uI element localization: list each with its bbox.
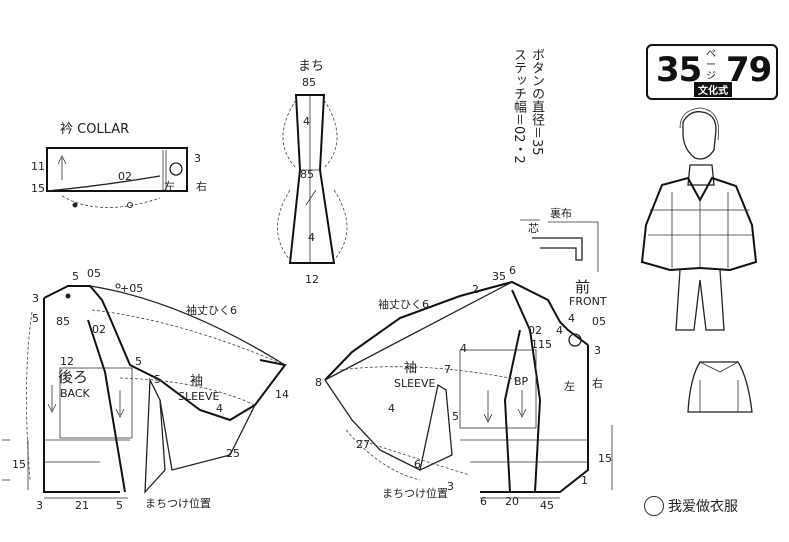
front-dim-13: 5	[452, 410, 459, 423]
front-dim-12: 4	[388, 402, 395, 415]
front-dim-21: 3	[447, 480, 454, 493]
front-dim-7: 115	[531, 338, 552, 351]
collar-width: 02	[118, 170, 132, 183]
back-dim-2: +05	[120, 282, 143, 295]
front-dim-11: 7	[444, 363, 451, 376]
back-dim-1: 05	[87, 267, 101, 280]
collar-title: 衿 COLLAR	[60, 122, 129, 137]
front-dim-19: 6	[414, 458, 421, 471]
lining-label: 裏布	[550, 206, 572, 220]
page-right-number: 79	[726, 50, 772, 90]
gusset-piece: まち 85 4 85 4 12	[277, 59, 348, 286]
back-sleeve-en: SLEEVE	[178, 390, 220, 403]
front-title-en: FRONT	[569, 295, 607, 308]
front-dim-17: 45	[540, 499, 554, 512]
front-dim-4: 05	[592, 315, 606, 328]
front-dim-3: 4	[568, 312, 575, 325]
collar-left: 左	[164, 180, 175, 193]
front-dim-10: 4	[460, 342, 467, 355]
back-dim-6: 02	[92, 323, 106, 336]
lining-detail: 裏布 芯	[520, 206, 599, 272]
page-kana: ページ	[706, 49, 716, 82]
button-diameter-note: ボタンの直径＝35	[529, 48, 544, 156]
front-sleeve-jp: 袖	[404, 361, 417, 376]
back-sleeve-note: 袖丈ひく6	[186, 303, 237, 317]
gusset-lower-4: 4	[308, 231, 315, 244]
front-dim-6: 4	[556, 324, 563, 337]
page-reference-badge: 35 ページ 79 文化式	[646, 44, 778, 100]
front-dim-14: 27	[356, 438, 370, 451]
core-label: 芯	[528, 221, 539, 235]
back-dim-14: 3	[36, 499, 43, 512]
collar-right: 右	[196, 179, 207, 193]
gusset-bottom: 12	[305, 273, 319, 286]
front-dim-8: 3	[594, 344, 601, 357]
collar-piece: 衿 COLLAR 11 15 02 左 右 3	[31, 122, 207, 208]
collar-base: 15	[31, 182, 45, 195]
back-title-en: BACK	[60, 387, 91, 400]
gusset-mid: 85	[300, 168, 314, 181]
back-dim-11: 4	[216, 402, 223, 415]
back-dim-16: 5	[116, 499, 123, 512]
gusset-top: 85	[302, 76, 316, 89]
back-dim-13: 15	[12, 458, 26, 471]
stitch-width-note: ステッチ幅＝02・2	[511, 48, 526, 164]
front-gusset-pos: まちつけ位置	[382, 486, 448, 500]
front-title-jp: 前	[575, 278, 590, 296]
front-dim-9: 8	[315, 376, 322, 389]
back-dim-0: 5	[72, 270, 79, 283]
front-sleeve-en: SLEEVE	[394, 377, 436, 390]
front-right: 右	[592, 376, 603, 390]
front-dim-15: 6	[480, 495, 487, 508]
back-dim-12: 25	[226, 447, 240, 460]
wechat-icon	[644, 496, 664, 516]
front-dim-16: 20	[505, 495, 519, 508]
front-left: 左	[564, 380, 575, 393]
gusset-upper-4: 4	[303, 115, 310, 128]
back-piece: 後ろ BACK 袖 SLEEVE 袖丈ひく6 まちつけ位置 5 05 +05 3…	[12, 267, 289, 512]
collar-top: 3	[194, 152, 201, 165]
back-dim-10: 14	[275, 388, 289, 401]
back-title-jp: 後ろ	[58, 368, 88, 386]
publisher-label: 文化式	[694, 82, 732, 97]
back-dim-5: 85	[56, 315, 70, 328]
watermark: 我爱做衣服	[644, 496, 738, 516]
front-bp: BP	[514, 375, 529, 388]
back-dim-9: 5	[154, 373, 161, 386]
front-dim-1: 35	[492, 270, 506, 283]
front-dim-18: 15	[598, 452, 612, 465]
back-sleeve-jp: 袖	[190, 374, 203, 389]
front-dim-0: 2	[472, 283, 479, 296]
back-dim-8: 5	[135, 355, 142, 368]
back-dim-15: 21	[75, 499, 89, 512]
collar-height: 11	[31, 160, 45, 173]
back-dim-4: 5	[32, 312, 39, 325]
back-dim-7: 12	[60, 355, 74, 368]
back-gusset-pos: まちつけ位置	[145, 496, 211, 510]
front-dim-5: 02	[528, 324, 542, 337]
back-dim-3: 3	[32, 292, 39, 305]
front-piece: 前 FRONT 袖 SLEEVE 袖丈ひく6 まちつけ位置 左 右 BP 2 3…	[315, 264, 613, 512]
edge-ticks	[2, 439, 10, 481]
watermark-text: 我爱做衣服	[668, 499, 738, 515]
model-illustration	[640, 107, 758, 413]
front-dim-2: 6	[509, 264, 516, 277]
front-sleeve-note: 袖丈ひく6	[378, 297, 429, 311]
front-dim-20: 1	[581, 474, 588, 487]
gusset-title: まち	[298, 59, 324, 74]
